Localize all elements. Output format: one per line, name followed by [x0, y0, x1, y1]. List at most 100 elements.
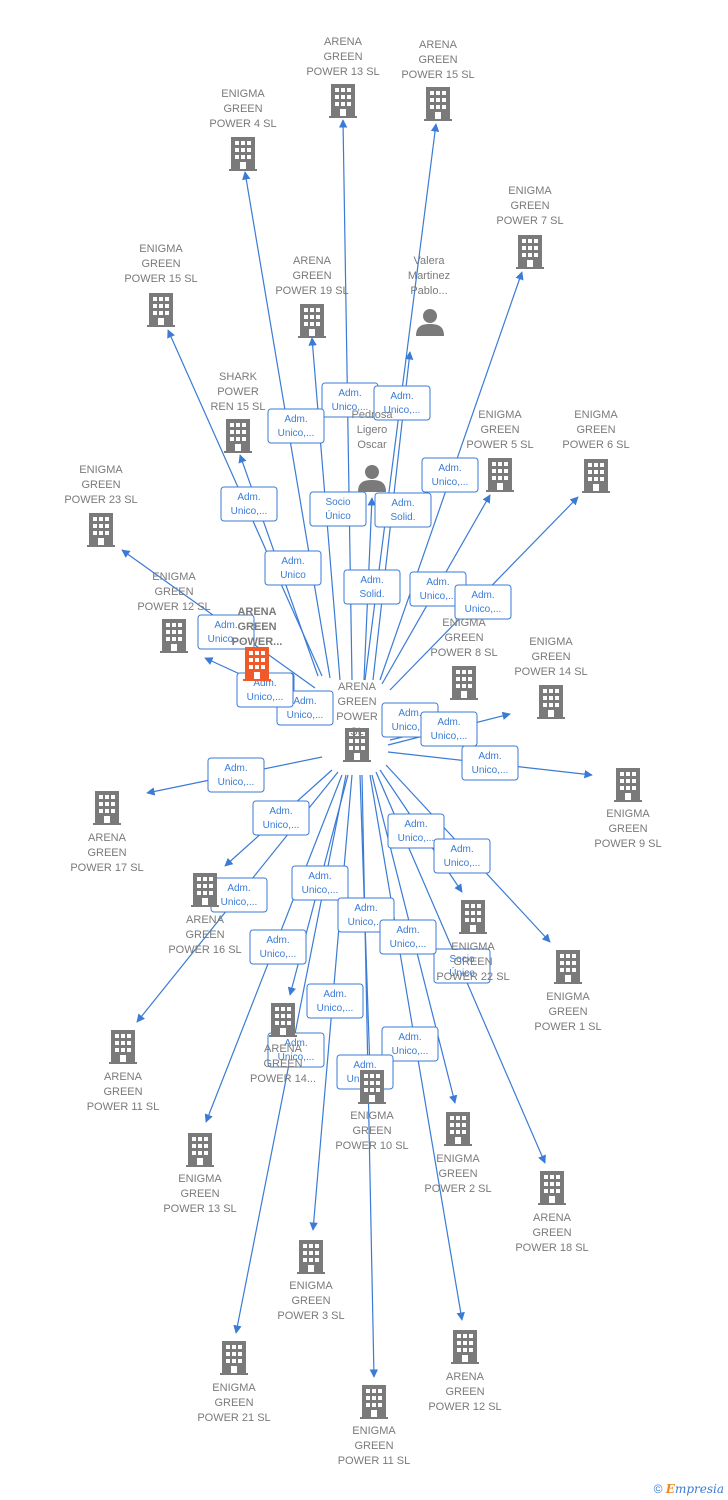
edge-label-eg5[interactable]: Adm.Unico,...	[409, 571, 467, 607]
building-icon	[538, 1171, 566, 1205]
edge-label-ag14[interactable]: Adm.Unico,...	[291, 865, 349, 901]
edge-label-box	[306, 983, 364, 1019]
edge-label-text: Adm.	[227, 883, 250, 894]
node-label-line: GREEN	[418, 54, 457, 66]
building-icon	[424, 87, 452, 121]
node-focus[interactable]: ARENAGREENPOWER...	[232, 606, 283, 681]
edge-label-eg13[interactable]: Adm.Unico,...	[249, 929, 307, 965]
edge-label-text: Unico,...	[278, 428, 315, 439]
node-label-line: Valera	[414, 255, 446, 267]
node-label-line: POWER 10 SL	[335, 1140, 408, 1152]
edge-label-eg3[interactable]: Adm.Unico,...	[306, 983, 364, 1019]
node-label-line: POWER 18 SL	[515, 1242, 588, 1254]
node-label-line: ARENA	[419, 39, 458, 51]
edge-label-box	[433, 838, 491, 874]
edge-label-text: Unico,...	[384, 405, 421, 416]
edge-label-text: Unico,...	[332, 402, 369, 413]
node-label-line: GREEN	[337, 696, 376, 708]
edge-label-ag16[interactable]: Adm.Unico,...	[252, 800, 310, 836]
edge-label-eg22[interactable]: Adm.Unico,...	[387, 813, 445, 849]
edge-label-text: Adm.	[390, 391, 413, 402]
node-label-line: GREEN	[103, 1086, 142, 1098]
edge-label-text: Adm.	[398, 1032, 421, 1043]
edge-label-eg21[interactable]: Adm.Unico,...	[267, 1032, 325, 1068]
edge-label-text: Unico,...	[348, 917, 385, 928]
edge-label-ag15[interactable]: Adm. Unico,...	[373, 385, 431, 421]
node-valera[interactable]: ValeraMartinezPablo...	[408, 255, 450, 336]
edge-label-eg7[interactable]: Adm. Unico,...	[421, 457, 479, 493]
edge-label-text: Unico	[280, 570, 306, 581]
node-label-line: ARENA	[293, 255, 332, 267]
edge-label-eg23[interactable]: Adm.Unico,...	[197, 614, 255, 650]
edge-label-text: Unico,...	[278, 1052, 315, 1063]
node-label-line: POWER 5 SL	[466, 439, 533, 451]
edge-label-eg15[interactable]: Adm.Unico,...	[220, 486, 278, 522]
edge-label-eg4[interactable]: Adm.Unico,...	[267, 408, 325, 444]
building-icon	[486, 458, 514, 492]
edge-label-eg6[interactable]: Adm.Unico,...	[454, 584, 512, 620]
edge-label-eg9[interactable]: Adm.Unico,...	[461, 745, 519, 781]
building-icon	[243, 647, 271, 681]
node-label-line: ARENA	[264, 1043, 303, 1055]
edge-label-ligero[interactable]: Adm.Solid.	[343, 569, 401, 605]
edge-label-eg8[interactable]: Adm.Unico,...	[420, 711, 478, 747]
node-label-line: POWER 22 SL	[436, 971, 509, 983]
node-label-line: POWER 4 SL	[209, 118, 276, 130]
node-label-line: Pedrosa	[352, 409, 394, 421]
node-label-line: GREEN	[608, 823, 647, 835]
edge-label-text: Adm.	[253, 678, 276, 689]
edge-label-text: Unico,...	[432, 477, 469, 488]
node-label-line: GREEN	[548, 1006, 587, 1018]
node-label-line: POWER 15 SL	[124, 273, 197, 285]
edge-label-valera[interactable]: Adm.Solid.	[374, 492, 432, 528]
edge-label-ag18[interactable]: Adm.Unico,...	[379, 919, 437, 955]
node-label-line: POWER 7 SL	[496, 215, 563, 227]
edge-label-text: Unico,...	[263, 820, 300, 831]
edge-label-box	[220, 486, 278, 522]
edge-label-ag12[interactable]: Adm.Unico,...	[381, 1026, 439, 1062]
edge-label-eg1[interactable]: Adm.Unico,...	[433, 838, 491, 874]
edge-label-text: Adm.	[438, 463, 461, 474]
node-label-line: ENIGMA	[350, 1110, 394, 1122]
edge-label-ag11[interactable]: Adm.Unico,...	[210, 877, 268, 913]
node-label-line: POWER 1 SL	[534, 1021, 601, 1033]
edge-label-shark[interactable]: Adm.Unico	[264, 550, 322, 586]
edge-label-box	[267, 408, 325, 444]
edge-label-ag17[interactable]: Adm.Unico,...	[207, 757, 265, 793]
edge-label-text: Unico,...	[260, 949, 297, 960]
building-icon	[554, 950, 582, 984]
edge-label-text: Adm.	[237, 492, 260, 503]
